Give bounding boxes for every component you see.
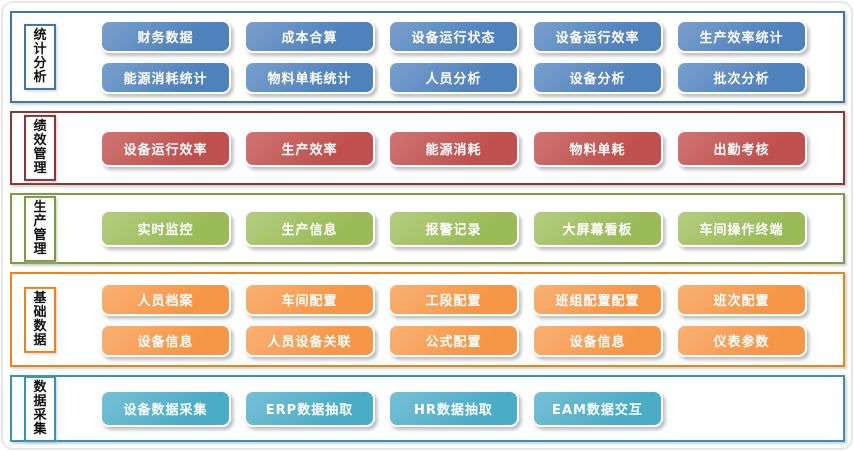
module-button-financial-data[interactable]: 财务数据: [100, 20, 231, 53]
button-grid: 实时监控 生产信息 报警记录 大屏幕看板 车间操作终端: [100, 210, 807, 247]
section-statistical-analysis: 统计分析 财务数据 成本合算 设备运行状态 设备运行效率 生产效率统计 能源消耗…: [10, 11, 845, 103]
module-button-cost-accounting[interactable]: 成本合算: [244, 20, 375, 53]
module-button-equipment-info[interactable]: 设备信息: [100, 323, 231, 357]
module-button-erp-data-extraction[interactable]: ERP数据抽取: [244, 390, 375, 427]
section-production-management: 生产管理 实时监控 生产信息 报警记录 大屏幕看板 车间操作终端: [10, 193, 845, 264]
module-button-equipment-info-2[interactable]: 设备信息: [532, 323, 663, 357]
module-button-personnel-equipment-link[interactable]: 人员设备关联: [244, 323, 375, 357]
module-button-production-info[interactable]: 生产信息: [244, 210, 375, 247]
button-row: 设备信息 人员设备关联 公式配置 设备信息 仪表参数: [100, 323, 807, 357]
section-label-performance-management: 绩效管理: [24, 114, 56, 182]
button-row: 实时监控 生产信息 报警记录 大屏幕看板 车间操作终端: [100, 210, 807, 247]
button-row: 设备数据采集 ERP数据抽取 HR数据抽取 EAM数据交互: [100, 390, 663, 427]
module-button-material-unit-consumption[interactable]: 物料单耗: [532, 129, 663, 167]
section-label-statistical-analysis: 统计分析: [24, 23, 56, 91]
module-button-worksection-config[interactable]: 工段配置: [388, 282, 519, 316]
module-button-equipment-running-efficiency[interactable]: 设备运行效率: [532, 20, 663, 53]
module-button-equipment-data-collection[interactable]: 设备数据采集: [100, 390, 231, 427]
module-button-production-efficiency-stats[interactable]: 生产效率统计: [676, 20, 807, 53]
section-label-text: 绩效管理: [33, 118, 47, 177]
module-button-personnel-analysis[interactable]: 人员分析: [388, 61, 519, 94]
section-label-data-collection: 数据采集: [24, 375, 56, 442]
module-button-material-unit-consumption-stats[interactable]: 物料单耗统计: [244, 61, 375, 94]
button-row: 财务数据 成本合算 设备运行状态 设备运行效率 生产效率统计: [100, 20, 807, 53]
module-button-eam-data-exchange[interactable]: EAM数据交互: [532, 390, 663, 427]
section-label-text: 数据采集: [33, 379, 47, 437]
button-grid: 财务数据 成本合算 设备运行状态 设备运行效率 生产效率统计 能源消耗统计 物料…: [100, 20, 807, 94]
button-row: 人员档案 车间配置 工段配置 班组配置配置 班次配置: [100, 282, 807, 316]
button-row: 设备运行效率 生产效率 能源消耗 物料单耗 出勤考核: [100, 129, 807, 167]
button-grid: 设备数据采集 ERP数据抽取 HR数据抽取 EAM数据交互: [100, 390, 663, 427]
module-button-personnel-files[interactable]: 人员档案: [100, 282, 231, 316]
section-label-text: 统计分析: [33, 27, 47, 86]
section-performance-management: 绩效管理 设备运行效率 生产效率 能源消耗 物料单耗 出勤考核: [10, 111, 845, 185]
section-data-collection: 数据采集 设备数据采集 ERP数据抽取 HR数据抽取 EAM数据交互: [10, 375, 845, 442]
module-diagram: 统计分析 财务数据 成本合算 设备运行状态 设备运行效率 生产效率统计 能源消耗…: [10, 11, 845, 442]
module-button-hr-data-extraction[interactable]: HR数据抽取: [388, 390, 519, 427]
module-button-attendance-assessment[interactable]: 出勤考核: [676, 129, 807, 167]
module-button-big-screen-board[interactable]: 大屏幕看板: [532, 210, 663, 247]
section-basic-data: 基础数据 人员档案 车间配置 工段配置 班组配置配置 班次配置 设备信息 人员设…: [10, 272, 845, 367]
module-button-workshop-operation-terminal[interactable]: 车间操作终端: [676, 210, 807, 247]
module-button-realtime-monitoring[interactable]: 实时监控: [100, 210, 231, 247]
module-button-equipment-analysis[interactable]: 设备分析: [532, 61, 663, 94]
button-row: 能源消耗统计 物料单耗统计 人员分析 设备分析 批次分析: [100, 61, 807, 94]
module-button-formula-config[interactable]: 公式配置: [388, 323, 519, 357]
section-label-text: 基础数据: [33, 290, 47, 348]
section-label-production-management: 生产管理: [24, 195, 56, 262]
module-button-instrument-parameters[interactable]: 仪表参数: [676, 323, 807, 357]
button-grid: 设备运行效率 生产效率 能源消耗 物料单耗 出勤考核: [100, 129, 807, 167]
module-button-workshop-config[interactable]: 车间配置: [244, 282, 375, 316]
module-button-energy-consumption-stats[interactable]: 能源消耗统计: [100, 61, 231, 94]
module-button-energy-consumption[interactable]: 能源消耗: [388, 129, 519, 167]
button-grid: 人员档案 车间配置 工段配置 班组配置配置 班次配置 设备信息 人员设备关联 公…: [100, 282, 807, 357]
module-button-equipment-running-efficiency[interactable]: 设备运行效率: [100, 129, 231, 167]
module-button-batch-analysis[interactable]: 批次分析: [676, 61, 807, 94]
module-button-equipment-running-status[interactable]: 设备运行状态: [388, 20, 519, 53]
module-button-team-config[interactable]: 班组配置配置: [532, 282, 663, 316]
module-button-shift-config[interactable]: 班次配置: [676, 282, 807, 316]
section-label-basic-data: 基础数据: [24, 286, 56, 353]
module-button-production-efficiency[interactable]: 生产效率: [244, 129, 375, 167]
module-button-alarm-records[interactable]: 报警记录: [388, 210, 519, 247]
section-label-text: 生产管理: [33, 199, 47, 257]
